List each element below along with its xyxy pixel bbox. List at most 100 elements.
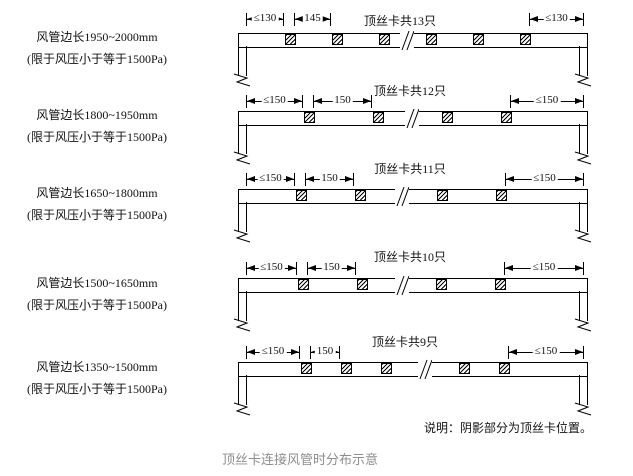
dim-tick <box>529 13 530 26</box>
dim-tick <box>246 95 247 108</box>
duct-end-right <box>579 291 588 321</box>
duct-break-mark <box>418 359 433 380</box>
dim-tick <box>299 346 300 359</box>
duct-size-range: 风管边长1500~1650mm <box>36 276 158 290</box>
dim-label: ≤150 <box>533 94 561 107</box>
dim-arrow <box>308 265 316 271</box>
dim-right-end: ≤150 <box>504 261 584 276</box>
dim-tick <box>296 262 297 275</box>
dim-tick <box>583 262 584 275</box>
break-zigzag-icon <box>233 73 251 87</box>
break-zigzag-icon <box>574 229 592 243</box>
dim-arrow <box>306 176 314 182</box>
clip-square <box>437 190 448 201</box>
pressure-limit: (限于风压小于等于1500Pa) <box>27 130 167 144</box>
clip-square <box>373 112 384 123</box>
break-zigzag-icon <box>233 402 251 416</box>
dim-tick <box>307 262 308 275</box>
dim-label: 145 <box>302 12 323 25</box>
dim-spacing: 150 <box>305 172 354 187</box>
dim-arrow <box>575 349 583 355</box>
duct-end-left <box>238 124 247 154</box>
dim-tick <box>246 346 247 359</box>
dim-right-end: ≤150 <box>505 172 584 187</box>
dim-tick <box>302 95 303 108</box>
dim-arrow <box>314 98 322 104</box>
dim-label: ≤150 <box>530 261 558 274</box>
dim-spacing: 150 <box>310 345 340 360</box>
break-slash-icon <box>419 359 433 380</box>
clip-count-label: 顶丝卡共9只 <box>371 335 438 349</box>
dim-arrow <box>286 176 294 182</box>
dim-tick <box>246 173 247 186</box>
clip-square <box>304 112 315 123</box>
dim-arrow <box>506 176 514 182</box>
dim-arrow <box>247 265 255 271</box>
dim-arrow <box>575 98 583 104</box>
dim-right-end: ≤150 <box>508 345 584 360</box>
dim-tick <box>510 95 511 108</box>
clip-square <box>459 363 470 374</box>
dim-tick <box>294 13 295 26</box>
dim-arrow <box>247 176 255 182</box>
duct-flange-bar <box>238 108 588 129</box>
dim-label: ≤130 <box>543 12 570 25</box>
dim-tick <box>330 13 331 26</box>
dim-label: ≤150 <box>257 172 284 185</box>
dim-left-end: ≤150 <box>246 172 295 187</box>
dim-label: ≤150 <box>261 94 288 107</box>
break-slash-icon <box>396 275 410 296</box>
duct-size-range: 风管边长1950~2000mm <box>36 30 158 44</box>
clip-square <box>301 363 312 374</box>
duct-end-left <box>238 375 247 405</box>
dim-label: ≤130 <box>251 12 279 25</box>
duct-size-label: 风管边长1350~1500mm (限于风压小于等于1500Pa) <box>14 356 180 400</box>
dim-left-end: ≤150 <box>246 345 300 360</box>
break-zigzag-icon <box>574 73 592 87</box>
dim-tick <box>583 346 584 359</box>
dim-label: ≤150 <box>532 345 560 358</box>
clip-square <box>499 363 510 374</box>
clip-count-label: 顶丝卡共13只 <box>363 14 436 28</box>
clip-count-label: 顶丝卡共12只 <box>373 84 446 98</box>
break-zigzag-icon <box>574 402 592 416</box>
dim-tick <box>583 173 584 186</box>
break-slash-icon <box>396 186 410 207</box>
break-zigzag-icon <box>574 318 592 332</box>
clip-square <box>298 279 309 290</box>
dim-tick <box>371 95 372 108</box>
clip-square <box>442 112 453 123</box>
dim-arrow <box>322 16 330 22</box>
break-zigzag-icon <box>574 151 592 165</box>
duct-break-mark <box>395 275 410 296</box>
dim-label: 150 <box>332 94 353 107</box>
duct-end-right <box>579 202 588 232</box>
legend-note: 说明：阴影部分为顶丝卡位置。 <box>424 421 593 435</box>
dim-arrow <box>247 98 255 104</box>
dim-spacing: 150 <box>307 261 356 276</box>
duct-break-mark <box>395 186 410 207</box>
dim-arrow <box>363 98 371 104</box>
duct-size-range: 风管边长1350~1500mm <box>36 360 158 374</box>
duct-end-left <box>238 291 247 321</box>
break-zigzag-icon <box>233 229 251 243</box>
duct-break-mark <box>405 108 420 129</box>
duct-size-label: 风管边长1950~2000mm (限于风压小于等于1500Pa) <box>14 26 180 70</box>
dim-arrow <box>275 16 283 22</box>
clip-square <box>381 363 392 374</box>
dim-label: 150 <box>321 261 342 274</box>
break-slash-icon <box>401 30 415 51</box>
duct-size-range: 风管边长1650~1800mm <box>36 186 158 200</box>
pressure-limit: (限于风压小于等于1500Pa) <box>27 382 167 396</box>
duct-end-right <box>579 375 588 405</box>
pressure-limit: (限于风压小于等于1500Pa) <box>27 208 167 222</box>
duct-size-label: 风管边长1500~1650mm (限于风压小于等于1500Pa) <box>14 272 180 316</box>
clip-square <box>501 112 512 123</box>
clip-square <box>332 34 343 45</box>
clip-square <box>473 34 484 45</box>
clip-square <box>296 190 307 201</box>
dim-label: ≤150 <box>531 172 558 185</box>
dim-arrow <box>347 265 355 271</box>
duct-flange-bar <box>238 359 588 380</box>
